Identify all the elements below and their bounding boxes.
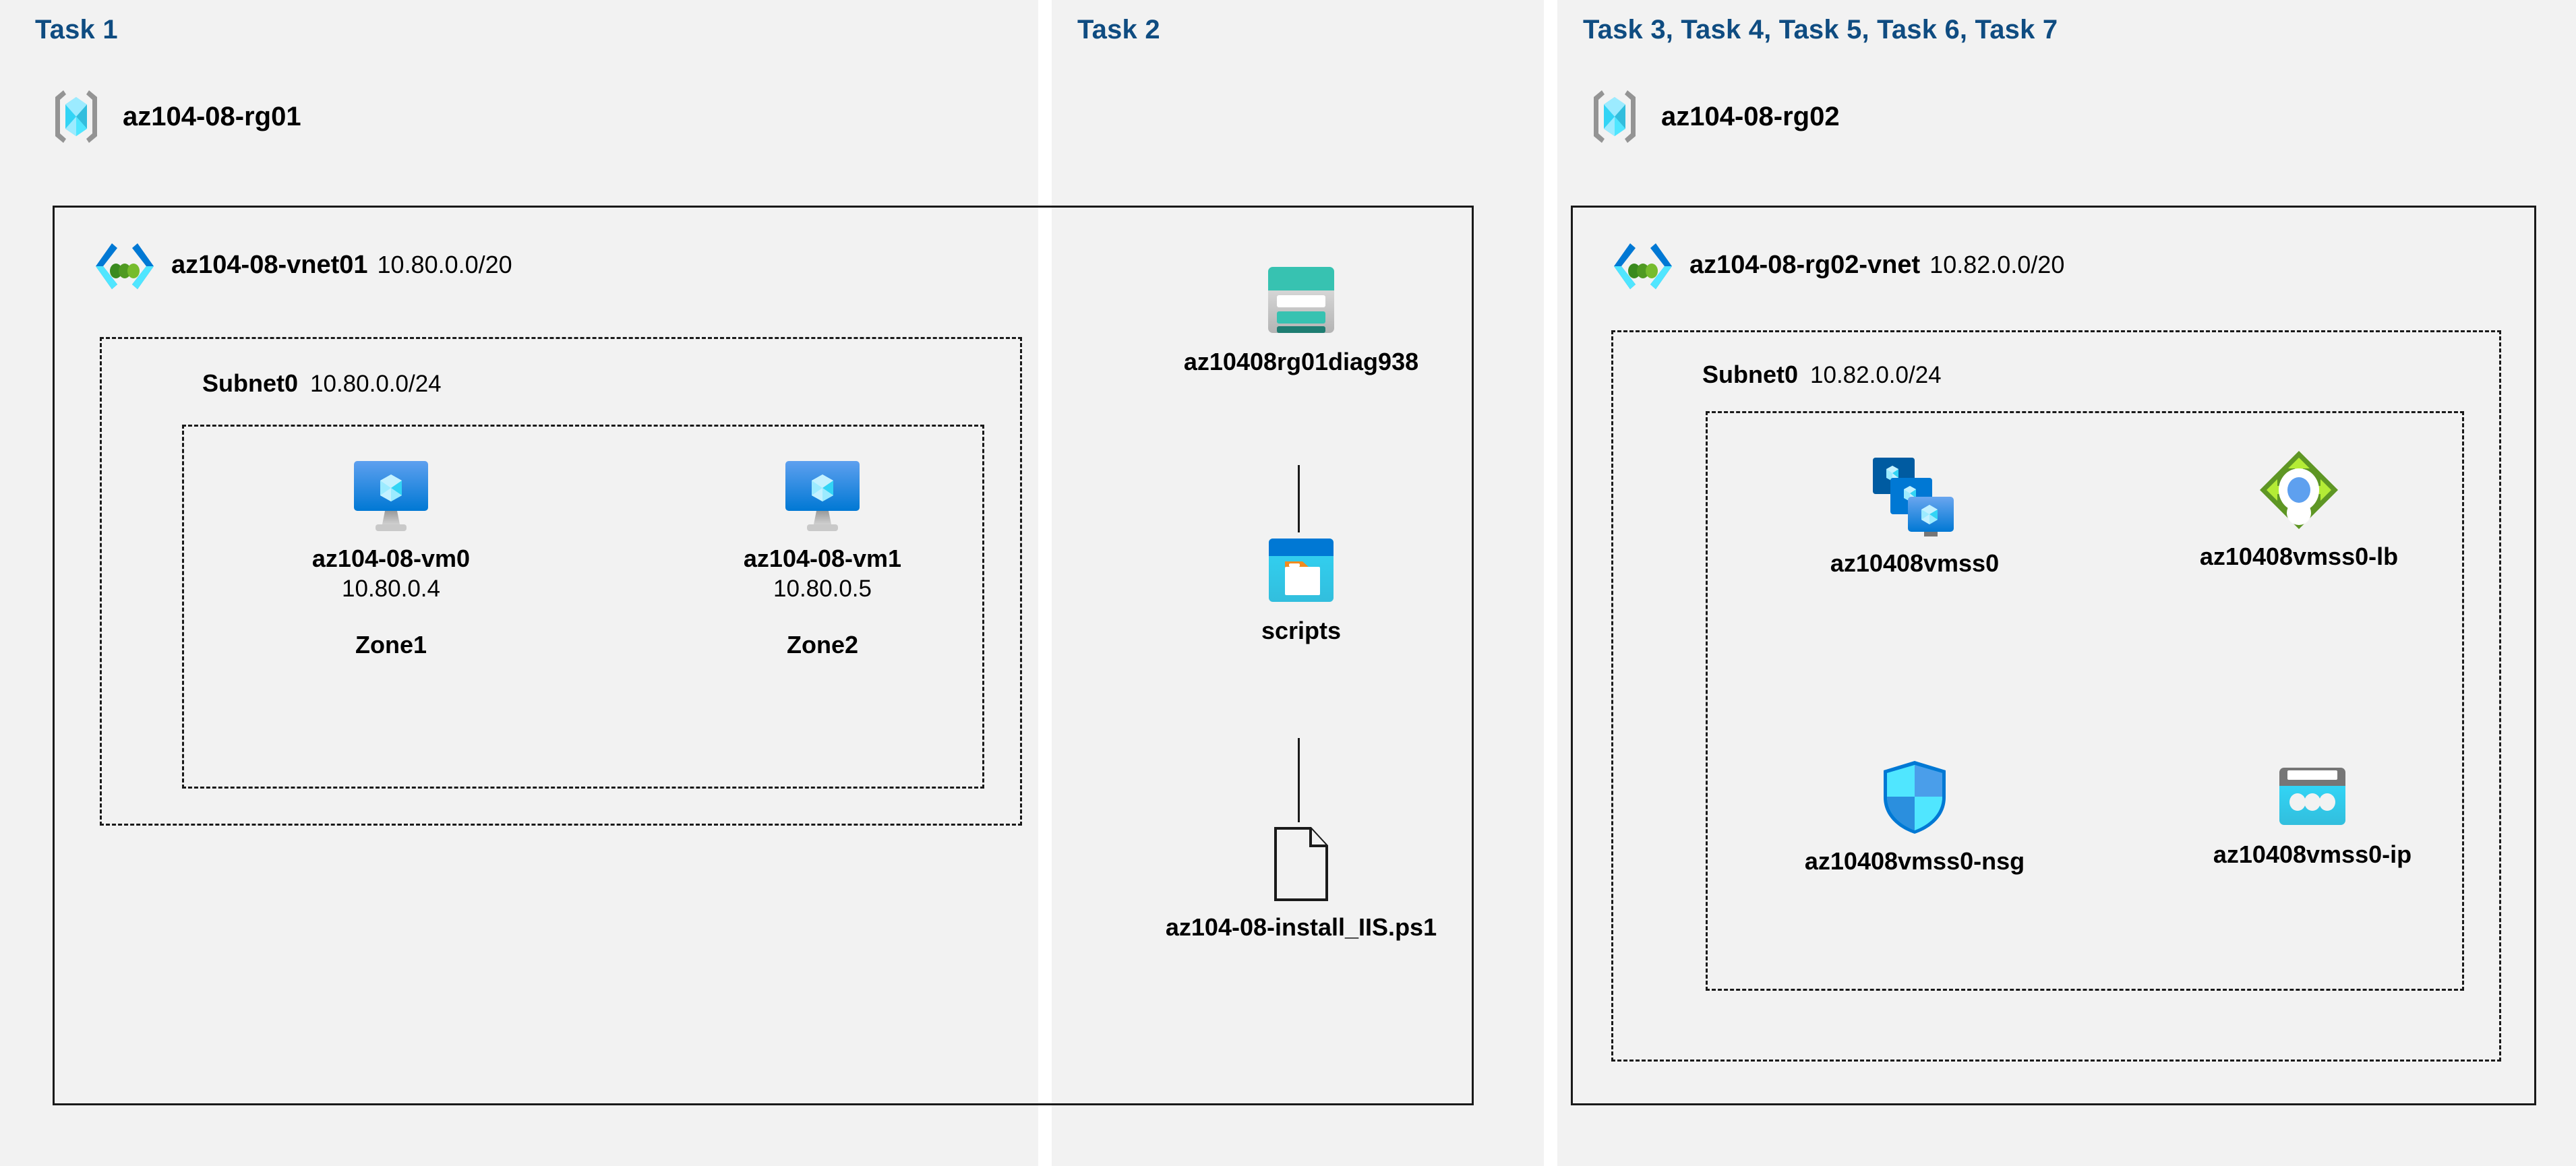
storage-account-node: az10408rg01diag938 xyxy=(1119,263,1483,376)
blob-container-node: scripts xyxy=(1146,536,1456,645)
vm0-zone: Zone1 xyxy=(355,631,427,658)
virtual-machine-icon xyxy=(351,458,431,534)
task3-panel xyxy=(1557,0,2576,1166)
vnet02-cidr: 10.82.0.0/20 xyxy=(1929,251,2065,278)
subnet01-cidr: 10.80.0.0/24 xyxy=(310,371,442,397)
script-file-node: az104-08-install_IIS.ps1 xyxy=(1092,826,1510,942)
storage-account-name: az10408rg01diag938 xyxy=(1183,348,1419,375)
resource-group-rg02: az104-08-rg02 xyxy=(1586,86,1840,147)
vm0-ip: 10.80.0.4 xyxy=(342,576,440,602)
task2-title: Task 2 xyxy=(1077,15,1160,44)
task1-panel xyxy=(0,0,1038,1166)
load-balancer-icon xyxy=(2257,448,2341,532)
connector-storage-to-scripts xyxy=(1298,465,1300,532)
subnet02-cidr: 10.82.0.0/24 xyxy=(1810,362,1942,388)
vnet02-header: az104-08-rg02-vnet 10.82.0.0/20 xyxy=(1613,239,2064,290)
vm1-ip: 10.80.0.5 xyxy=(773,576,872,602)
network-security-group-node: az10408vmss0-nsg xyxy=(1760,758,2070,876)
vnet02-boundary xyxy=(1571,206,2536,1105)
public-ip-address-icon xyxy=(2275,765,2349,830)
task3-title: Task 3, Task 4, Task 5, Task 6, Task 7 xyxy=(1583,15,2058,44)
public-ip-address-node: az10408vmss0-ip xyxy=(2171,765,2454,869)
blob-container-name: scripts xyxy=(1261,617,1342,644)
load-balancer-name: az10408vmss0-lb xyxy=(2199,543,2399,570)
resource-group-rg01: az104-08-rg01 xyxy=(47,86,301,147)
vm1-name: az104-08-vm1 xyxy=(743,545,902,572)
resource-group-icon xyxy=(1586,86,1644,147)
resource-group-rg02-label: az104-08-rg02 xyxy=(1661,101,1840,131)
virtual-machine-icon xyxy=(783,458,862,534)
subnet02-header: Subnet0 10.82.0.0/24 xyxy=(1702,361,1942,389)
connector-scripts-to-file xyxy=(1298,738,1300,822)
resource-group-rg01-label: az104-08-rg01 xyxy=(123,101,301,131)
subnet01-header: Subnet0 10.80.0.0/24 xyxy=(202,369,442,398)
subnet02-name: Subnet0 xyxy=(1702,361,1799,388)
subnet01-name: Subnet0 xyxy=(202,369,299,397)
vnet01-name: az104-08-vnet01 xyxy=(171,250,368,279)
resource-group-icon xyxy=(47,86,105,147)
vm1-zone: Zone2 xyxy=(786,631,858,658)
storage-account-icon xyxy=(1261,263,1341,337)
file-icon xyxy=(1271,826,1331,902)
vnet01-boundary xyxy=(53,206,1474,1105)
vmss-resources-boundary xyxy=(1706,411,2464,991)
subnet01-boundary xyxy=(100,337,1022,826)
vm-scale-set-node: az10408vmss0 xyxy=(1773,455,2056,578)
blob-container-icon xyxy=(1265,536,1338,606)
virtual-network-icon xyxy=(1613,239,1673,290)
public-ip-address-name: az10408vmss0-ip xyxy=(2213,840,2412,868)
task1-title: Task 1 xyxy=(35,15,118,44)
vnet01-header: az104-08-vnet01 10.80.0.0/20 xyxy=(94,239,512,290)
availability-zones-boundary xyxy=(182,425,984,789)
script-file-name: az104-08-install_IIS.ps1 xyxy=(1165,913,1437,941)
vm-scale-set-name: az10408vmss0 xyxy=(1830,549,2000,577)
network-security-group-icon xyxy=(1880,758,1950,836)
vm0-name: az104-08-vm0 xyxy=(311,545,471,572)
vm-scale-set-icon xyxy=(1871,455,1958,539)
vnet01-cidr: 10.80.0.0/20 xyxy=(377,251,512,278)
subnet02-boundary xyxy=(1611,330,2501,1062)
load-balancer-node: az10408vmss0-lb xyxy=(2157,448,2440,571)
network-security-group-name: az10408vmss0-nsg xyxy=(1804,847,2025,875)
vnet02-name: az104-08-rg02-vnet xyxy=(1689,250,1921,279)
virtual-network-icon xyxy=(94,239,155,290)
virtual-machine-vm1: az104-08-vm1 10.80.0.5 Zone2 xyxy=(701,458,944,659)
virtual-machine-vm0: az104-08-vm0 10.80.0.4 Zone1 xyxy=(270,458,512,659)
